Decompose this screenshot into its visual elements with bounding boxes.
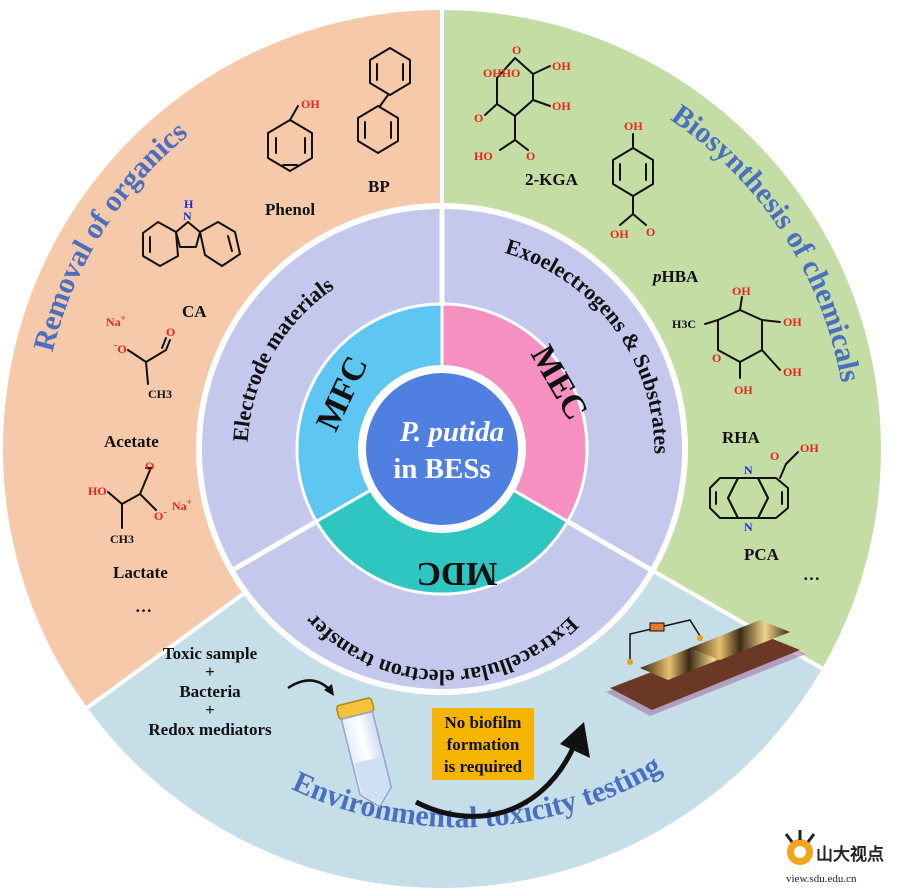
- label-organics-more: …: [135, 597, 152, 616]
- lactate-ominus-atom: O-: [154, 507, 167, 523]
- lactate-structure: HO O O- Na+ CH3: [88, 459, 192, 546]
- electrode-device-icon: [606, 619, 806, 716]
- kga-oh2-atom: OH: [552, 99, 571, 113]
- kga-o3-atom: O: [526, 149, 535, 163]
- test-tube-icon: [335, 697, 393, 808]
- rha-oh4-atom: OH: [734, 383, 753, 397]
- kga-o-atom: O: [512, 43, 521, 57]
- acetate-o-atom: -O: [114, 340, 127, 356]
- arrow-to-device: [414, 744, 577, 819]
- phba-oh-atom: OH: [624, 119, 643, 133]
- tox-line-toxic-sample: Toxic sample: [163, 644, 258, 663]
- center-title: P. putida: [399, 416, 504, 448]
- kga-structure: O OHHO OH OH O HO O: [474, 43, 571, 163]
- watermark-text: 山大视点: [816, 844, 884, 864]
- phenol-structure: OH: [267, 97, 320, 172]
- acetate-structure: Na+ -O O CH3: [106, 313, 175, 401]
- pca-oh-atom: OH: [800, 441, 819, 455]
- pca-n2-atom: N: [744, 520, 753, 534]
- phba-o-atom: O: [646, 225, 655, 239]
- phenol-oh-atom: OH: [301, 97, 320, 111]
- rha-h3c-atom: H3C: [672, 317, 696, 331]
- ca-structure: N H: [142, 197, 241, 267]
- label-acetate: Acetate: [104, 432, 159, 451]
- kga-o2-atom: O: [474, 111, 483, 125]
- pca-structure: N N O OH: [709, 441, 819, 534]
- rha-oh3-atom: OH: [783, 365, 802, 379]
- label-bp: BP: [368, 177, 390, 196]
- lactate-na-atom: Na+: [172, 497, 192, 513]
- ring-divider-right: [563, 517, 655, 574]
- label-chemicals-more: …: [803, 565, 820, 584]
- note-box: [432, 708, 534, 780]
- arrow-to-tube: [287, 679, 331, 691]
- label-lactate: Lactate: [113, 563, 168, 582]
- lactate-o-atom: O: [145, 459, 154, 473]
- ca-h-atom: H: [184, 197, 194, 211]
- label-rha: RHA: [722, 428, 761, 447]
- tox-line-bacteria: Bacteria: [179, 682, 241, 701]
- arrow-to-device-head: [560, 722, 590, 758]
- rha-structure: OH OH OH OH O H3C: [672, 284, 802, 397]
- note-line-1: No biofilm: [445, 713, 522, 732]
- watermark-logo-icon: [784, 830, 816, 865]
- tox-line-redox-mediators: Redox mediators: [148, 720, 272, 739]
- kga-ho-atom: HO: [474, 149, 493, 163]
- label-ca: CA: [182, 302, 207, 321]
- rha-oh2-atom: OH: [783, 315, 802, 329]
- phba-structure: OH OH O: [610, 119, 655, 241]
- label-phenol: Phenol: [265, 200, 315, 219]
- note-line-3: is required: [444, 757, 523, 776]
- acetate-ch3-atom: CH3: [148, 387, 172, 401]
- kga-oh1-atom: OH: [552, 59, 571, 73]
- rha-o-atom: O: [712, 351, 721, 365]
- label-kga: 2-KGA: [525, 170, 579, 189]
- label-pca: PCA: [744, 545, 780, 564]
- label-phba: pHBA: [651, 267, 699, 286]
- ca-n-atom: N: [183, 209, 192, 223]
- watermark-url: view.sdu.edu.cn: [786, 873, 857, 885]
- phba-oh2-atom: OH: [610, 227, 629, 241]
- center-circle: [366, 373, 518, 525]
- lactate-ch3-atom: CH3: [110, 532, 134, 546]
- pca-o-atom: O: [770, 449, 779, 463]
- ring-divider-left: [229, 517, 321, 574]
- arrow-to-tube-head: [324, 684, 334, 696]
- kga-ohho-atom: OHHO: [483, 66, 520, 80]
- tox-plus-1: +: [205, 662, 215, 681]
- rha-oh1-atom: OH: [732, 284, 751, 298]
- bp-structure: [357, 47, 411, 154]
- acetate-na-atom: Na+: [106, 313, 126, 329]
- tox-plus-2: +: [205, 700, 215, 719]
- pca-n1-atom: N: [744, 463, 753, 477]
- note-line-2: formation: [447, 735, 520, 754]
- mode-mdc-label: MDC: [416, 555, 497, 592]
- center-subtitle: in BESs: [393, 453, 491, 485]
- lactate-ho-atom: HO: [88, 484, 107, 498]
- acetate-o2-atom: O: [166, 325, 175, 339]
